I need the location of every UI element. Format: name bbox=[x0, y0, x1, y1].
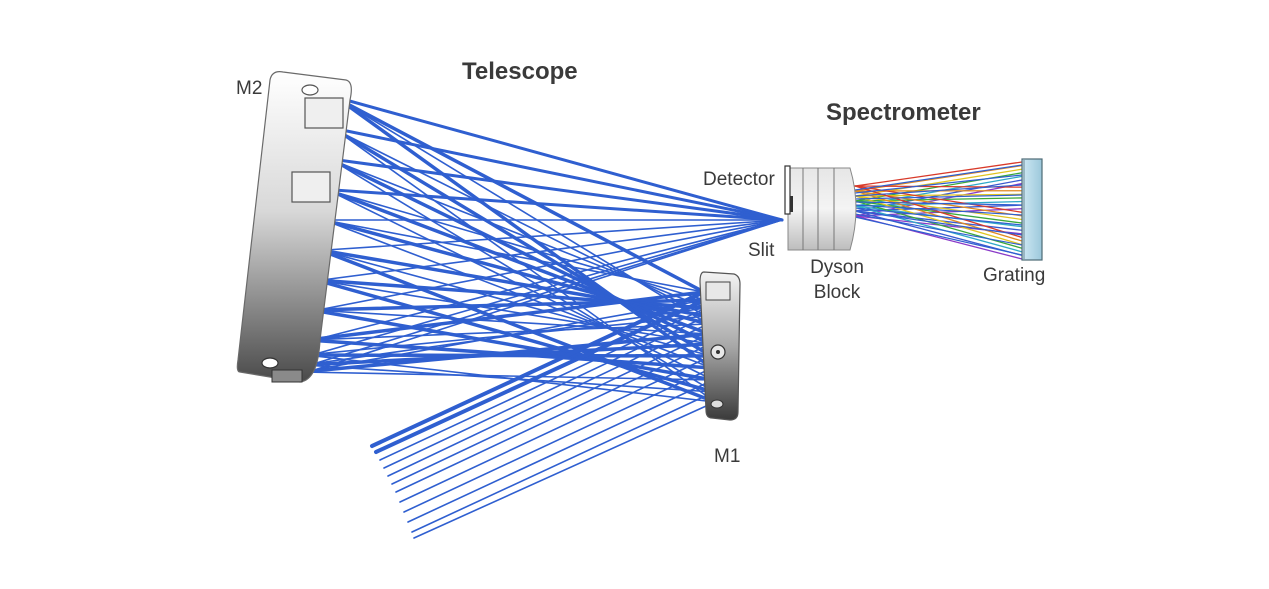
rays-spectrum bbox=[854, 161, 1023, 260]
incoming-ray bbox=[383, 315, 708, 469]
m1-m2-ray bbox=[327, 189, 714, 381]
incoming-ray bbox=[391, 333, 710, 485]
m1-m2-ray bbox=[318, 248, 717, 404]
m2-slit-ray bbox=[309, 219, 783, 366]
rays-incoming bbox=[370, 290, 716, 539]
m1-m2-ray bbox=[310, 308, 715, 382]
spectrum-ray bbox=[854, 216, 1023, 256]
incoming-ray bbox=[395, 343, 711, 493]
m1-m2-ray bbox=[323, 219, 705, 293]
incoming-ray bbox=[407, 379, 714, 523]
telescope-title: Telescope bbox=[462, 58, 578, 85]
spectrum-ray bbox=[854, 204, 1023, 216]
detector bbox=[784, 165, 793, 215]
m1-m2-ray bbox=[331, 159, 707, 309]
m2-slit-ray bbox=[340, 128, 784, 222]
m2-mount-block bbox=[304, 97, 344, 129]
m1-m2-ray bbox=[335, 129, 716, 403]
m1-m2-ray bbox=[339, 99, 709, 325]
dyson-label-line2: Block bbox=[813, 282, 861, 303]
spectrum-ray bbox=[854, 210, 1023, 236]
m2-slit-ray bbox=[344, 98, 784, 222]
m1-m2-ray bbox=[335, 129, 708, 317]
m1-m2-ray bbox=[330, 158, 712, 346]
m1-label: M1 bbox=[714, 446, 741, 467]
spectrum-ray bbox=[854, 210, 1023, 257]
m1-m2-ray bbox=[327, 189, 706, 301]
detector-label: Detector bbox=[703, 169, 775, 190]
m1-m2-ray bbox=[315, 279, 711, 345]
spectrum-ray bbox=[854, 195, 1023, 246]
m2-slit-ray bbox=[311, 219, 783, 356]
m2-slit-ray bbox=[313, 219, 783, 341]
incoming-ray bbox=[370, 290, 706, 448]
incoming-ray bbox=[411, 391, 715, 533]
m1-m2-ray bbox=[319, 249, 712, 357]
incoming-ray bbox=[403, 367, 713, 513]
m2-label: M2 bbox=[236, 78, 263, 99]
m2-screw-icon bbox=[301, 84, 319, 96]
dyson-block bbox=[787, 167, 857, 251]
spectrum-ray bbox=[854, 207, 1023, 226]
m2-slit-ray bbox=[321, 219, 783, 281]
m1-m2-ray bbox=[331, 159, 715, 393]
spectrum-ray bbox=[854, 213, 1023, 246]
m2-slit-ray bbox=[307, 219, 783, 373]
incoming-ray bbox=[379, 307, 707, 461]
grating-label: Grating bbox=[983, 265, 1046, 286]
spectrum-ray bbox=[854, 161, 1023, 187]
m2-slit-ray bbox=[325, 219, 783, 251]
spectrum-ray bbox=[854, 201, 1023, 206]
incoming-ray bbox=[413, 401, 716, 539]
spectrum-ray bbox=[854, 164, 1023, 191]
incoming-ray bbox=[387, 323, 709, 477]
m1-m2-ray bbox=[301, 371, 714, 381]
m2-screw-icon bbox=[261, 357, 279, 369]
grating bbox=[1021, 158, 1043, 261]
spectrum-ray bbox=[854, 184, 1023, 197]
m2-slit-ray bbox=[332, 188, 784, 222]
spectrum-ray bbox=[854, 194, 1023, 200]
incoming-ray bbox=[374, 298, 707, 454]
spectrometer-title: Spectrometer bbox=[826, 99, 981, 126]
m2-slit-ray bbox=[317, 219, 783, 311]
m2-mirror bbox=[236, 71, 352, 383]
m2-slit-ray bbox=[336, 158, 784, 222]
incoming-ray bbox=[399, 355, 712, 503]
m1-mirror bbox=[699, 271, 741, 421]
rays-m2-to-slit bbox=[307, 98, 784, 373]
m2-mount-block bbox=[291, 171, 331, 203]
slit-label: Slit bbox=[748, 240, 775, 261]
m1-m2-ray bbox=[305, 354, 716, 403]
m1-m2-ray bbox=[326, 188, 711, 336]
dyson-label-line1: Dyson bbox=[810, 257, 864, 278]
spectrum-ray bbox=[854, 174, 1023, 194]
